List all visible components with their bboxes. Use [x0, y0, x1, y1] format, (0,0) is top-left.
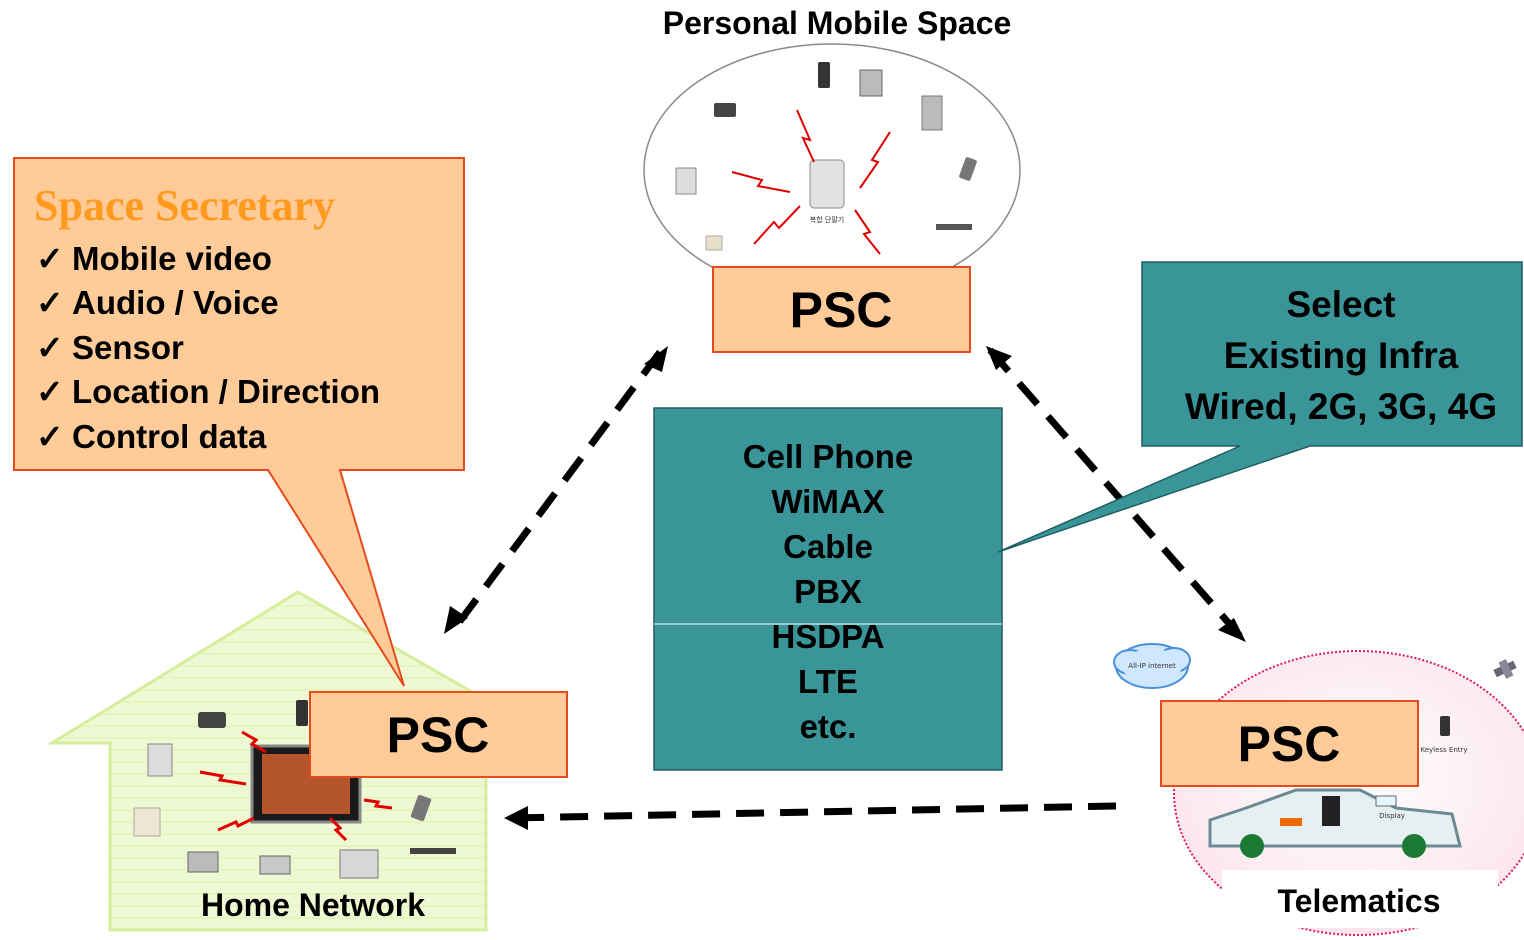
home-network-label: Home Network [201, 887, 425, 923]
center-device-label: 복합 단말기 [810, 215, 844, 224]
microwave-icon [259, 855, 291, 875]
personal-space-label: Personal Mobile Space [663, 5, 1012, 41]
arrowhead [444, 606, 468, 634]
cloud-label: All-IP internet [1128, 662, 1176, 670]
arrowhead [644, 346, 668, 372]
personal-space-devices: 복합 단말기 [675, 62, 977, 255]
select-line: Wired, 2G, 3G, 4G [1185, 386, 1497, 427]
psc-box-top: PSC [712, 266, 971, 353]
psc-box-telematics: PSC [1160, 700, 1419, 787]
personal-mobile-space: Personal Mobile Space 복합 단말기 [643, 5, 1021, 297]
washer-icon [675, 167, 697, 195]
select-infra-callout: Select Existing Infra Wired, 2G, 3G, 4G [997, 261, 1523, 553]
tech-box-bg [653, 407, 1003, 771]
satellite-icon [1493, 659, 1517, 679]
signal-bolt [199, 770, 247, 786]
select-callout-shape [997, 261, 1523, 553]
camcorder-icon [714, 103, 736, 117]
arrowhead [1218, 618, 1246, 642]
tech-item: etc. [800, 708, 857, 745]
space-secretary-callout: Space Secretary ✓ Mobile video ✓ Audio /… [13, 157, 465, 687]
arrow-top-telematics [987, 347, 1243, 639]
arrowhead [986, 346, 1012, 370]
signal-bolt [363, 798, 393, 810]
signal-bolt [753, 205, 801, 245]
signal-bolt [859, 131, 891, 189]
telematics-label-bg [1222, 870, 1498, 928]
check-icon: ✓ [36, 329, 64, 366]
check-icon: ✓ [36, 284, 64, 321]
list-item: Sensor [72, 329, 184, 366]
camcorder-icon [198, 712, 226, 728]
check-icon: ✓ [36, 373, 64, 410]
list-item: Location / Direction [72, 373, 380, 410]
signal-bolt [217, 816, 255, 832]
telematics-label: Telematics [1277, 883, 1440, 919]
telematics-cloud: All-IP internet [1113, 643, 1191, 689]
psc-label: PSC [1238, 716, 1341, 772]
network-technologies-box: Cell Phone WiMAX Cable PBX HSDPA LTE etc… [653, 407, 1003, 771]
signal-bolt [854, 209, 881, 255]
mobile-phone-icon [818, 62, 830, 88]
cordless-phone-icon [809, 159, 845, 209]
tech-item: LTE [798, 663, 858, 700]
telematics-area: All-IP internet Keyless Entry Display Te… [1113, 643, 1524, 936]
psc-box-top-bg [712, 266, 971, 353]
sensor-icon [133, 807, 161, 837]
list-item: Mobile video [72, 240, 272, 277]
mobile-phone-icon [296, 700, 308, 726]
web-pad-icon [859, 69, 883, 97]
arrowhead [504, 806, 528, 830]
psc-box-home: PSC [309, 691, 568, 778]
handset-icon [410, 794, 432, 822]
tech-item: Cell Phone [743, 438, 914, 475]
arrow-telematics-home [511, 802, 1117, 822]
psc-label: PSC [790, 282, 893, 338]
psc-box-telematics-bg [1160, 700, 1419, 787]
car-icon: Display [1208, 788, 1462, 858]
check-icon: ✓ [36, 240, 64, 277]
psc-label: PSC [387, 707, 490, 763]
callout-title: Space Secretary [34, 181, 335, 230]
keyless-entry-label: Keyless Entry [1420, 746, 1467, 754]
printer-icon [187, 851, 219, 873]
computer-icon [339, 849, 379, 879]
select-line: Existing Infra [1224, 335, 1459, 376]
signal-bolt [241, 730, 267, 754]
vcr-icon [936, 224, 972, 230]
handset-icon [959, 157, 977, 181]
select-line: Select [1286, 284, 1395, 325]
callout-shape [13, 157, 465, 687]
tech-item: Cable [783, 528, 873, 565]
refrigerator-icon [921, 95, 943, 131]
tech-item: HSDPA [771, 618, 884, 655]
psc-box-home-bg [309, 691, 568, 778]
connection-arrows [444, 346, 1246, 830]
list-item: Control data [72, 418, 267, 455]
sensor-icon [705, 235, 723, 251]
vcr-icon [410, 848, 456, 854]
signal-bolt [731, 171, 791, 193]
arrow-top-home [449, 349, 663, 635]
tech-item: WiMAX [771, 483, 884, 520]
callout-list: ✓ Mobile video ✓ Audio / Voice ✓ Sensor … [36, 240, 380, 455]
display-label: Display [1379, 812, 1405, 820]
signal-bolt [328, 816, 348, 842]
tech-item: PBX [794, 573, 862, 610]
list-item: Audio / Voice [72, 284, 279, 321]
signal-bolt [796, 109, 815, 163]
key-fob-icon [1440, 716, 1450, 736]
check-icon: ✓ [36, 418, 64, 455]
washer-icon [147, 743, 173, 777]
